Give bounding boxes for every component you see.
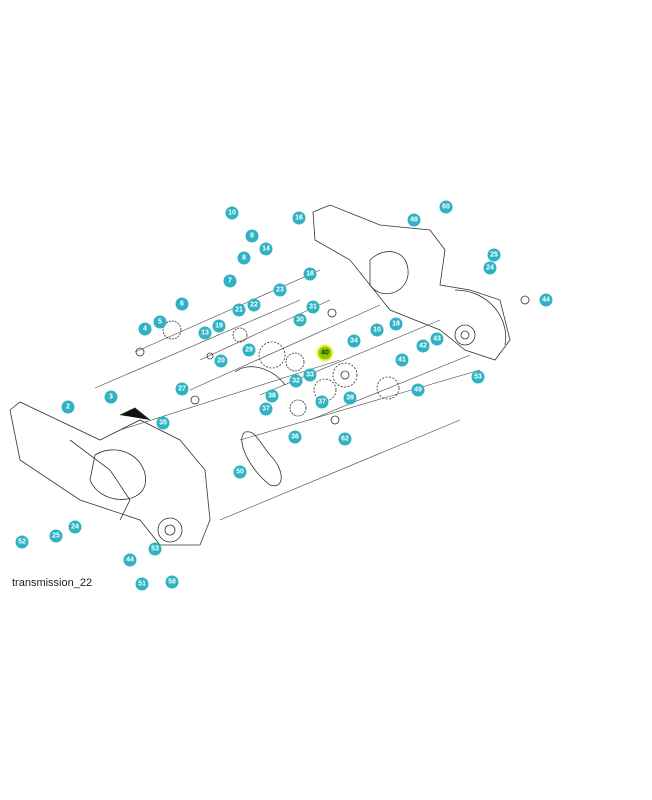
- part-callout-7[interactable]: 7: [223, 274, 237, 288]
- part-callout-13[interactable]: 13: [198, 326, 212, 340]
- part-callout-27[interactable]: 27: [175, 382, 189, 396]
- part-callout-6[interactable]: 6: [175, 297, 189, 311]
- part-callout-32[interactable]: 32: [289, 374, 303, 388]
- part-callout-4[interactable]: 4: [138, 322, 152, 336]
- part-callout-48[interactable]: 48: [407, 213, 421, 227]
- part-callout-8[interactable]: 8: [237, 251, 251, 265]
- part-callout-44[interactable]: 44: [123, 553, 137, 567]
- part-callout-38[interactable]: 38: [265, 389, 279, 403]
- part-callout-3[interactable]: 3: [104, 390, 118, 404]
- part-callout-14[interactable]: 14: [259, 242, 273, 256]
- part-callout-37[interactable]: 37: [259, 402, 273, 416]
- part-callout-31[interactable]: 31: [306, 300, 320, 314]
- part-callout-33[interactable]: 33: [303, 368, 317, 382]
- part-callout-51[interactable]: 51: [135, 577, 149, 591]
- diagram-caption: transmission_22: [12, 577, 93, 589]
- part-callout-52[interactable]: 52: [15, 535, 29, 549]
- part-callout-29[interactable]: 29: [242, 343, 256, 357]
- part-callout-36[interactable]: 36: [288, 430, 302, 444]
- part-callout-22[interactable]: 22: [247, 298, 261, 312]
- part-callout-60[interactable]: 60: [439, 200, 453, 214]
- part-callout-25[interactable]: 25: [49, 529, 63, 543]
- part-callout-58[interactable]: 58: [165, 575, 179, 589]
- part-callout-9[interactable]: 9: [245, 229, 259, 243]
- part-callout-44[interactable]: 44: [539, 293, 553, 307]
- part-callout-2[interactable]: 2: [61, 400, 75, 414]
- chain: [241, 431, 282, 487]
- part-callout-16[interactable]: 16: [292, 211, 306, 225]
- part-callout-53[interactable]: 53: [148, 542, 162, 556]
- part-callout-37[interactable]: 37: [315, 395, 329, 409]
- part-callout-50[interactable]: 50: [233, 465, 247, 479]
- part-callout-10[interactable]: 10: [370, 323, 384, 337]
- part-callout-18[interactable]: 18: [303, 267, 317, 281]
- part-callout-41[interactable]: 41: [395, 353, 409, 367]
- part-callout-24[interactable]: 24: [483, 261, 497, 275]
- part-callout-62[interactable]: 62: [338, 432, 352, 446]
- part-callout-34[interactable]: 34: [347, 334, 361, 348]
- part-callout-18[interactable]: 18: [389, 317, 403, 331]
- left-side-plate: [9, 401, 211, 546]
- right-side-plate: [312, 204, 511, 361]
- part-callout-49[interactable]: 49: [411, 383, 425, 397]
- part-callout-42[interactable]: 42: [416, 339, 430, 353]
- part-callout-43[interactable]: 43: [430, 332, 444, 346]
- part-callout-20[interactable]: 20: [214, 354, 228, 368]
- part-callout-10[interactable]: 10: [225, 206, 239, 220]
- part-callout-39[interactable]: 39: [343, 391, 357, 405]
- part-callout-53[interactable]: 53: [471, 370, 485, 384]
- gears: [135, 295, 530, 425]
- part-callout-40[interactable]: 40: [318, 346, 332, 360]
- part-callout-5[interactable]: 5: [153, 315, 167, 329]
- part-callout-19[interactable]: 19: [212, 319, 226, 333]
- part-callout-35[interactable]: 35: [156, 416, 170, 430]
- part-callout-30[interactable]: 30: [293, 313, 307, 327]
- part-callout-25[interactable]: 25: [487, 248, 501, 262]
- part-callout-24[interactable]: 24: [68, 520, 82, 534]
- part-callout-21[interactable]: 21: [232, 303, 246, 317]
- part-callout-23[interactable]: 23: [273, 283, 287, 297]
